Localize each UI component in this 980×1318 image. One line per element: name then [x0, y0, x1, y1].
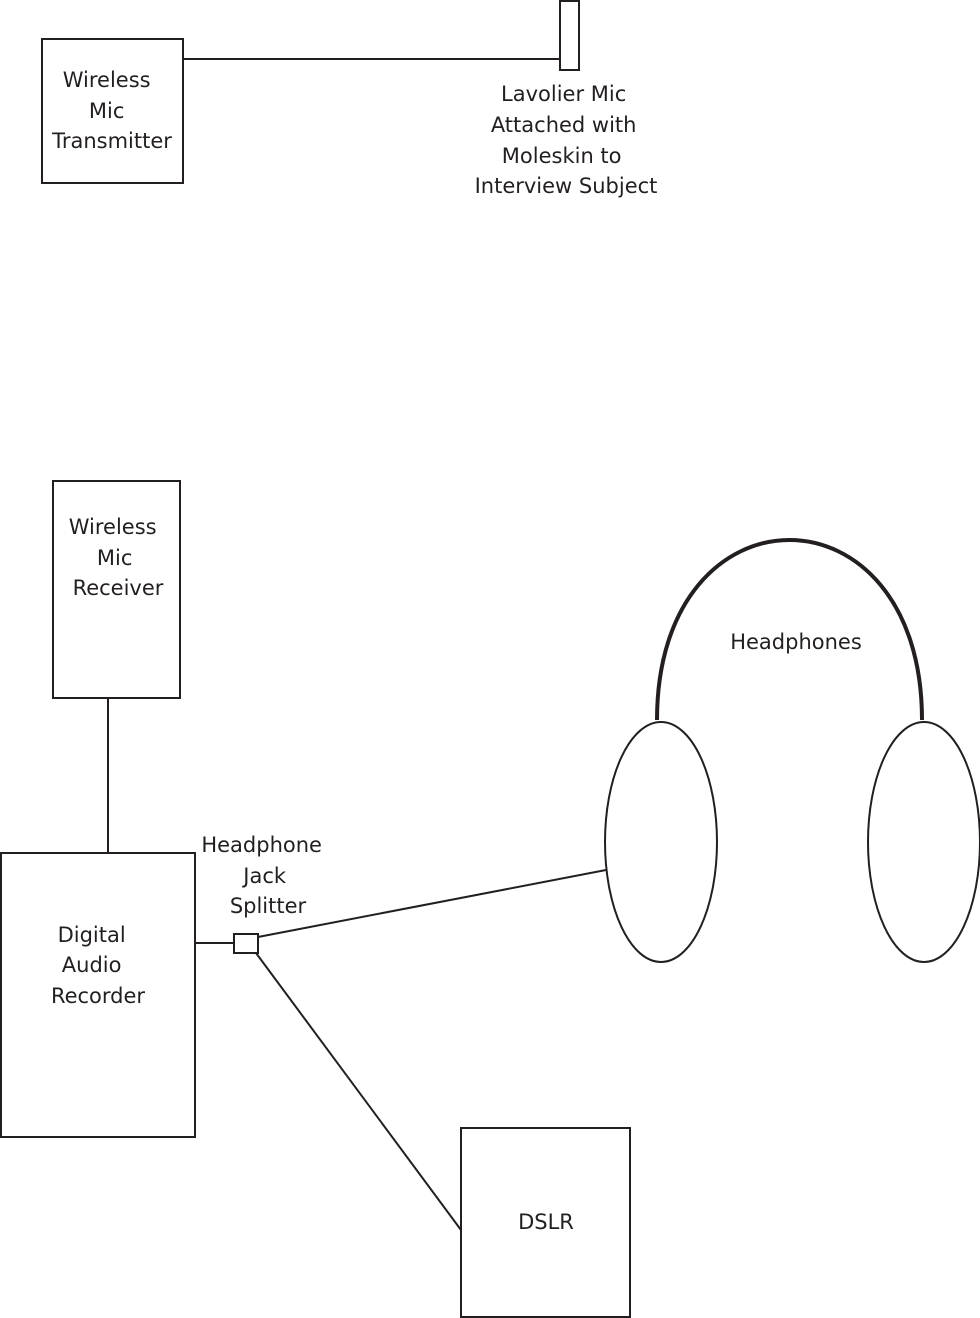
- digital-audio-recorder-node: Digital Audio Recorder: [0, 852, 196, 1138]
- dslr-label: DSLR: [518, 1210, 574, 1234]
- lavalier-mic-node: Lavolier Mic Attached with Moleskin to I…: [475, 0, 658, 198]
- receiver-label-line-1: Wireless: [69, 515, 157, 539]
- transmitter-label: Wireless Mic Transmitter: [51, 68, 172, 153]
- receiver-box: [52, 480, 181, 699]
- lavalier-mic-label: Lavolier Mic Attached with Moleskin to I…: [475, 82, 658, 198]
- transmitter-label-line-2: Mic: [89, 99, 125, 123]
- lavalier-mic-label-line-4: Interview Subject: [475, 174, 658, 198]
- splitter-to-dslr-cable: [255, 952, 462, 1231]
- receiver-label-line-3: Receiver: [73, 576, 164, 600]
- lavalier-mic-body: [559, 0, 580, 71]
- lavalier-mic-label-line-3: Moleskin to: [502, 144, 622, 168]
- dslr-box: [460, 1127, 631, 1318]
- headphones-node: Headphones: [604, 538, 980, 963]
- splitter-label-line-1: Headphone: [201, 833, 322, 857]
- recorder-label: Digital Audio Recorder: [51, 923, 145, 1008]
- splitter-label-line-2: Jack: [241, 864, 287, 888]
- receiver-label: Wireless Mic Receiver: [69, 515, 164, 600]
- splitter-to-headphones-cable: [257, 869, 607, 938]
- splitter-label: Headphone Jack Splitter: [201, 833, 328, 918]
- headphone-jack-splitter-node: Headphone Jack Splitter: [201, 833, 328, 954]
- splitter-label-line-3: Splitter: [230, 894, 307, 918]
- receiver-label-line-2: Mic: [97, 546, 133, 570]
- wireless-mic-receiver-node: Wireless Mic Receiver: [52, 480, 181, 699]
- right-earcup: [867, 721, 980, 963]
- dslr-node: DSLR: [460, 1127, 631, 1318]
- transmitter-box: [41, 38, 184, 184]
- wireless-mic-transmitter-node: Wireless Mic Transmitter: [41, 38, 184, 184]
- recorder-label-line-2: Audio: [62, 953, 122, 977]
- recorder-box: [0, 852, 196, 1138]
- left-earcup: [604, 721, 718, 963]
- recorder-label-line-1: Digital: [58, 923, 126, 947]
- lavalier-mic-label-line-1: Lavolier Mic: [501, 82, 626, 106]
- transmitter-label-line-3: Transmitter: [51, 129, 172, 153]
- headphones-headband: [655, 538, 924, 721]
- headphones-label: Headphones: [730, 630, 862, 654]
- lavalier-mic-label-line-2: Attached with: [491, 113, 637, 137]
- recorder-label-line-3: Recorder: [51, 984, 145, 1008]
- transmitter-label-line-1: Wireless: [63, 68, 151, 92]
- splitter-box: [233, 933, 259, 954]
